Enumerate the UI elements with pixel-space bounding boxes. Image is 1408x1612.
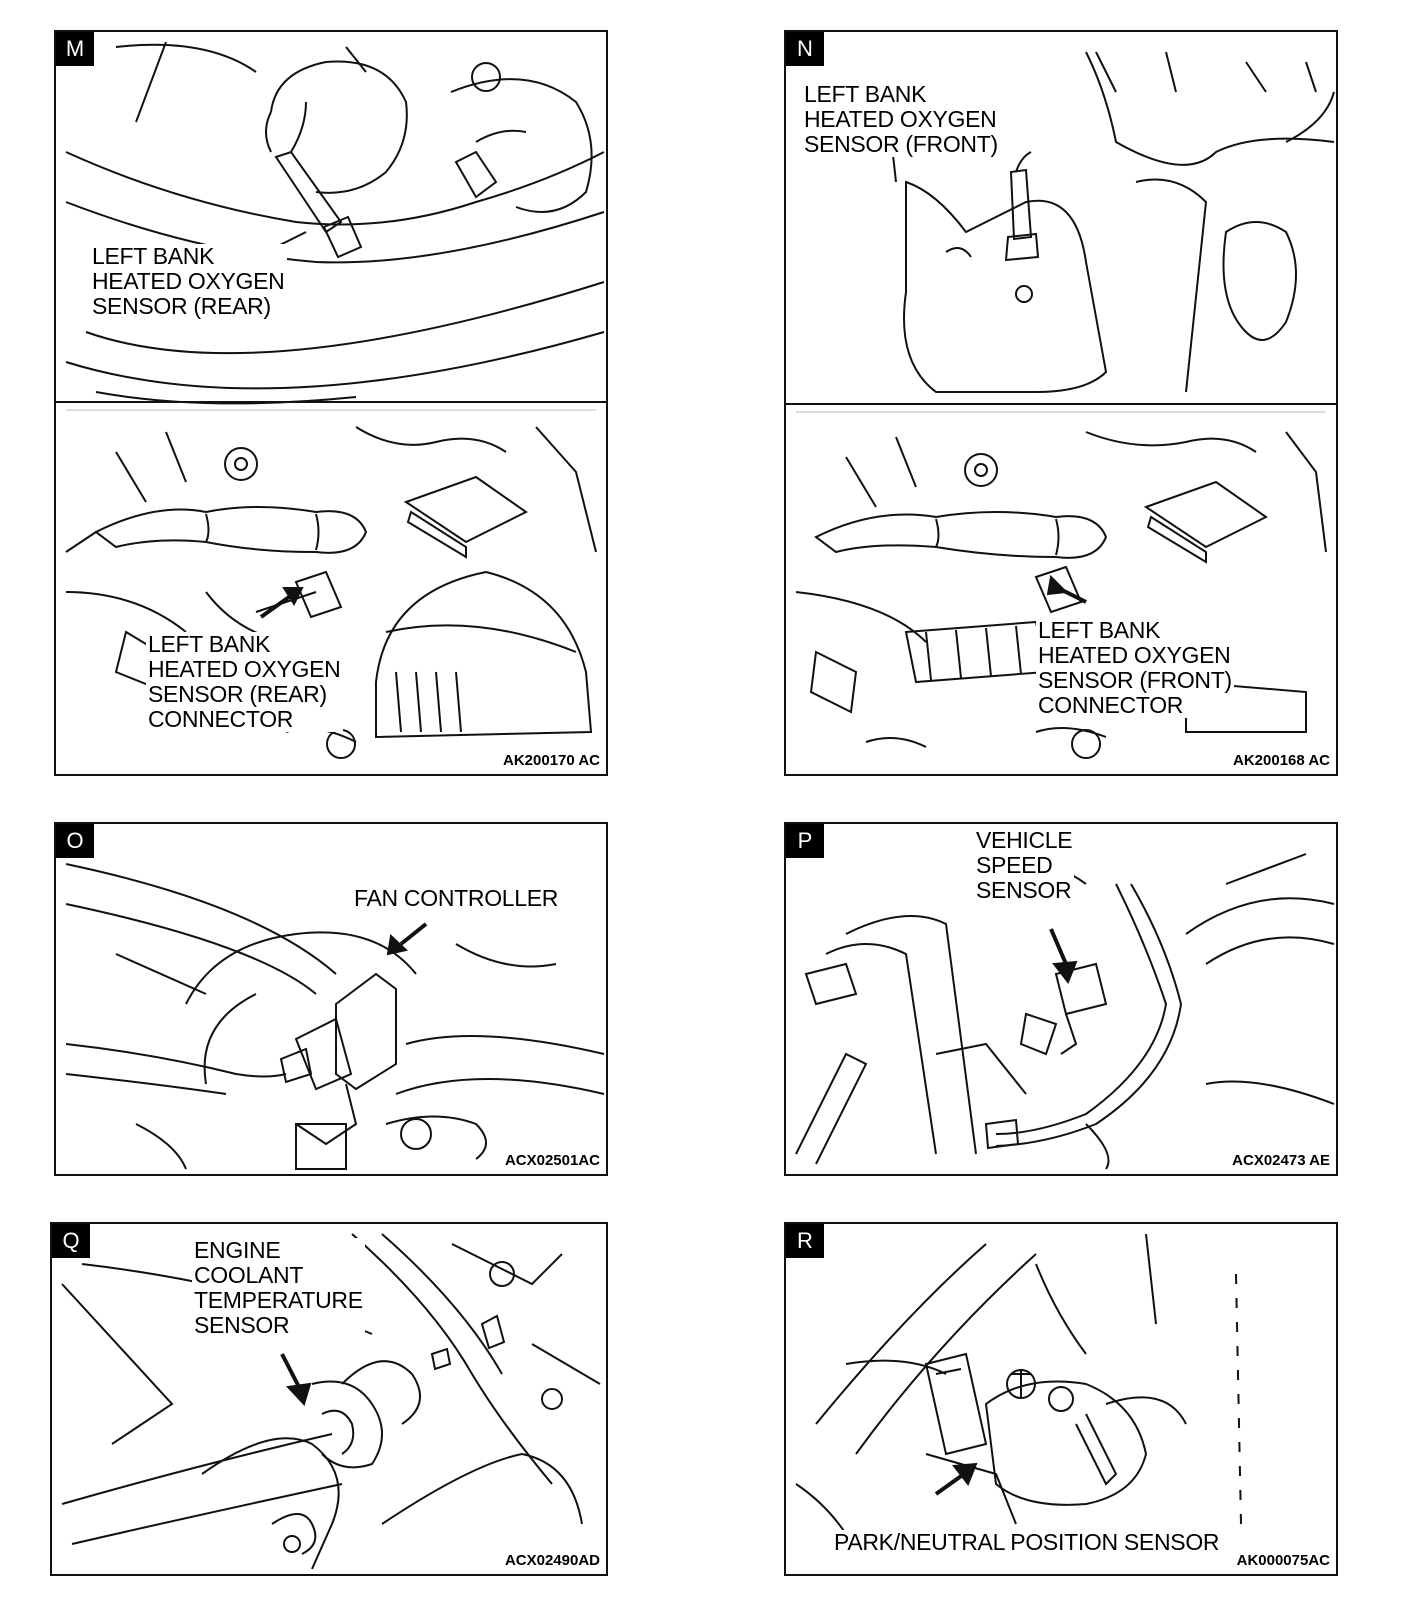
engine-coolant-temperature-sensor-illustration	[61, 1233, 601, 1570]
left-bank-ho2s-rear-label: LEFT BANK HEATED OXYGEN SENSOR (REAR)	[90, 244, 287, 319]
label-line: COOLANT	[194, 1262, 304, 1288]
label-line: SPEED	[976, 852, 1053, 878]
fan-controller-label: FAN CONTROLLER	[352, 885, 561, 911]
label-line: VEHICLE	[976, 827, 1073, 853]
panel-letter-badge: P	[786, 824, 824, 858]
left-bank-ho2s-front-connector-label: LEFT BANK HEATED OXYGEN SENSOR (FRONT) C…	[1036, 618, 1234, 718]
figure-code: ACX02490AD	[502, 1551, 602, 1570]
figure-code: AK200168 AC	[1231, 751, 1332, 770]
panel-q: Q ENGINE COOLANT	[50, 1222, 608, 1576]
label-line: SENSOR (REAR)	[92, 293, 271, 319]
fan-controller-illustration	[65, 863, 605, 1170]
label-line: ENGINE	[194, 1237, 281, 1263]
label-line: HEATED OXYGEN	[92, 268, 285, 294]
vehicle-speed-sensor-label: VEHICLE SPEED SENSOR	[974, 827, 1075, 903]
left-bank-ho2s-front-label: LEFT BANK HEATED OXYGEN SENSOR (FRONT)	[802, 82, 1000, 157]
panel-letter-badge: M	[56, 32, 94, 66]
left-bank-oxygen-sensor-rear-illustration	[56, 41, 606, 759]
engine-coolant-temperature-sensor-label: ENGINE COOLANT TEMPERATURE SENSOR	[192, 1238, 365, 1338]
label-line: PARK/NEUTRAL POSITION SENSOR	[834, 1529, 1220, 1555]
label-line: FAN CONTROLLER	[354, 885, 559, 911]
label-line: SENSOR (REAR)	[148, 681, 327, 707]
figure-code: AK000075AC	[1234, 1551, 1332, 1570]
park-neutral-position-sensor-illustration	[795, 1233, 1242, 1535]
figure-code: AK200170 AC	[501, 751, 602, 770]
label-line: CONNECTOR	[148, 706, 294, 732]
label-line: LEFT BANK	[148, 631, 271, 657]
panel-p: P VEHICLE SPEED SENSOR A	[784, 822, 1338, 1176]
label-line: SENSOR (FRONT)	[1038, 667, 1232, 693]
park-neutral-position-sensor-label: PARK/NEUTRAL POSITION SENSOR	[832, 1529, 1222, 1555]
label-line: HEATED OXYGEN	[148, 656, 341, 682]
panel-letter-badge: Q	[52, 1224, 90, 1258]
label-line: SENSOR	[194, 1312, 290, 1338]
label-line: LEFT BANK	[92, 243, 215, 269]
panel-r: R PARK/NEUTRAL POSITION SENSOR AK000075	[784, 1222, 1338, 1576]
left-bank-ho2s-rear-connector-label: LEFT BANK HEATED OXYGEN SENSOR (REAR) CO…	[146, 632, 343, 732]
left-bank-oxygen-sensor-front-illustration	[786, 51, 1336, 759]
label-line: HEATED OXYGEN	[804, 106, 997, 132]
figure-code: ACX02473 AE	[1230, 1151, 1332, 1170]
label-line: LEFT BANK	[804, 81, 927, 107]
panel-o: O FAN CONTROLLER ACX02501	[54, 822, 608, 1176]
label-line: TEMPERATURE	[194, 1287, 363, 1313]
panel-n: N	[784, 30, 1338, 776]
panel-letter-badge: O	[56, 824, 94, 858]
label-line: SENSOR (FRONT)	[804, 131, 998, 157]
figure-code: ACX02501AC	[502, 1151, 602, 1170]
label-line: CONNECTOR	[1038, 692, 1184, 718]
panel-letter-badge: N	[786, 32, 824, 66]
panel-letter-badge: R	[786, 1224, 824, 1258]
label-line: SENSOR	[976, 877, 1072, 903]
panel-m: M	[54, 30, 608, 776]
label-line: LEFT BANK	[1038, 617, 1161, 643]
label-line: HEATED OXYGEN	[1038, 642, 1231, 668]
